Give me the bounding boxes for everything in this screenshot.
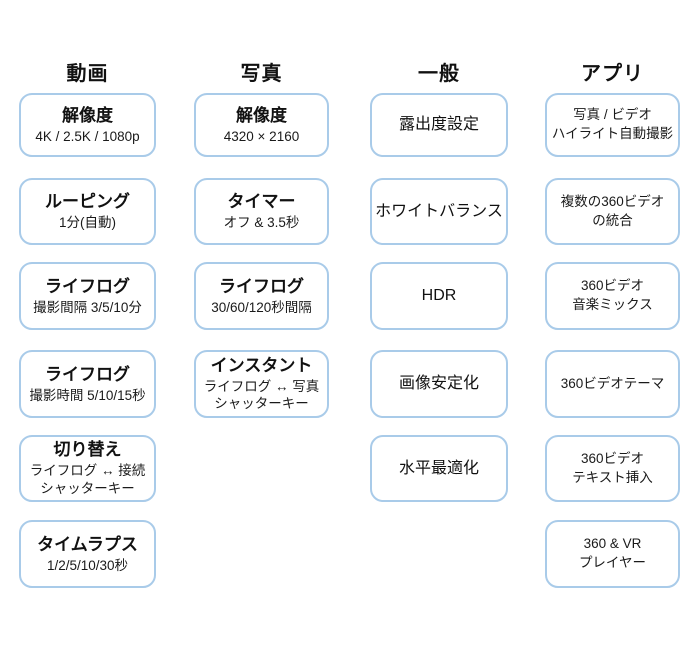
feature-text: 解像度 [62, 105, 113, 125]
column-general: 一般 露出度設定ホワイトバランス HDR 画像安定化水平最適化 [370, 0, 508, 661]
feature-box-general: 露出度設定 [370, 93, 508, 157]
feature-text: ルーピング [45, 192, 130, 212]
feature-box-app: 360ビデオテーマ [545, 350, 680, 418]
feature-text: 複数の360ビデオ [560, 193, 665, 209]
feature-text: 撮影間隔 3/5/10分 [33, 299, 142, 315]
feature-box-video: タイムラプス 1/2/5/10/30秒 [19, 520, 156, 588]
column-photo: 写真 解像度 4320 × 2160 タイマーオフ & 3.5秒ライフログ 30/60… [194, 0, 329, 661]
feature-box-video: 切り替えライフログ ↔ 接続シャッターキー [19, 435, 156, 502]
feature-text: 4320 × 2160 [223, 128, 300, 144]
feature-text: 1分(自動) [59, 215, 116, 231]
feature-text: ハイライト自動撮影 [551, 126, 674, 141]
feature-text: テキスト挿入 [572, 469, 653, 485]
feature-text: 4K / 2.5K / 1080p [35, 128, 140, 144]
feature-box-app: 写真 / ビデオハイライト自動撮影 [545, 93, 680, 157]
feature-text: HDR [421, 287, 457, 305]
feature-box-app: 360ビデオ音楽ミックス [545, 262, 680, 330]
feature-text: ライフログ [219, 276, 304, 296]
feature-box-general: 画像安定化 [370, 350, 508, 418]
column-header-video: 動画 [66, 63, 109, 85]
column-header-photo: 写真 [240, 63, 283, 85]
feature-text: シャッターキー [214, 396, 309, 412]
feature-text: 写真 / ビデオ [573, 107, 652, 123]
feature-box-app: 360 & VR プレイヤー [545, 520, 680, 588]
feature-text: 撮影時間 5/10/15秒 [29, 387, 146, 403]
feature-text: 30/60/120秒間隔 [211, 299, 312, 315]
feature-text: 360 & VR [583, 536, 642, 552]
feature-box-photo: 解像度 4320 × 2160 [194, 93, 329, 157]
column-boxes-photo: 解像度 4320 × 2160 タイマーオフ & 3.5秒ライフログ 30/60/12… [194, 0, 329, 661]
feature-text: 露出度設定 [398, 116, 479, 134]
feature-text: 360ビデオ [580, 450, 645, 466]
feature-text: 水平最適化 [398, 459, 479, 477]
feature-box-app: 複数の360ビデオの統合 [545, 178, 680, 245]
column-boxes-general: 露出度設定ホワイトバランス HDR 画像安定化水平最適化 [370, 0, 508, 661]
feature-text: 切り替え [53, 440, 122, 460]
feature-box-general: ホワイトバランス [370, 178, 508, 245]
column-header-app: アプリ [581, 63, 644, 85]
feature-box-app: 360ビデオテキスト挿入 [545, 435, 680, 502]
feature-text: 360ビデオテーマ [560, 375, 665, 391]
feature-box-video: ルーピング 1分(自動) [19, 178, 156, 245]
feature-text: ライフログ [45, 276, 130, 296]
feature-box-general: 水平最適化 [370, 435, 508, 502]
feature-text: インスタント [210, 355, 313, 375]
feature-text: タイマー [227, 192, 296, 212]
feature-box-video: ライフログ撮影間隔 3/5/10分 [19, 262, 156, 330]
feature-text: ライフログ ↔ 写真 [203, 378, 320, 394]
column-header-general: 一般 [418, 63, 460, 85]
feature-text: ライフログ [45, 364, 130, 384]
feature-text: 画像安定化 [398, 375, 479, 393]
feature-text: 解像度 [236, 105, 287, 125]
feature-box-video: ライフログ撮影時間 5/10/15秒 [19, 350, 156, 418]
feature-text: 1/2/5/10/30秒 [46, 557, 129, 573]
feature-text: 音楽ミックス [572, 297, 653, 312]
feature-text: 360ビデオ [580, 278, 645, 294]
feature-box-photo: インスタントライフログ ↔ 写真シャッターキー [194, 350, 329, 418]
feature-text: の統合 [592, 212, 633, 228]
feature-box-photo: ライフログ 30/60/120秒間隔 [194, 262, 329, 330]
feature-box-general: HDR [370, 262, 508, 330]
feature-text: ライフログ ↔ 接続 [29, 463, 146, 479]
feature-text: プレイヤー [578, 555, 647, 570]
feature-text: タイムラプス [37, 534, 138, 554]
feature-box-video: 解像度 4K / 2.5K / 1080p [19, 93, 156, 157]
feature-text: ホワイトバランス [375, 202, 503, 220]
feature-box-photo: タイマーオフ & 3.5秒 [194, 178, 329, 245]
feature-text: オフ & 3.5秒 [223, 215, 300, 231]
feature-text: シャッターキー [40, 480, 135, 496]
